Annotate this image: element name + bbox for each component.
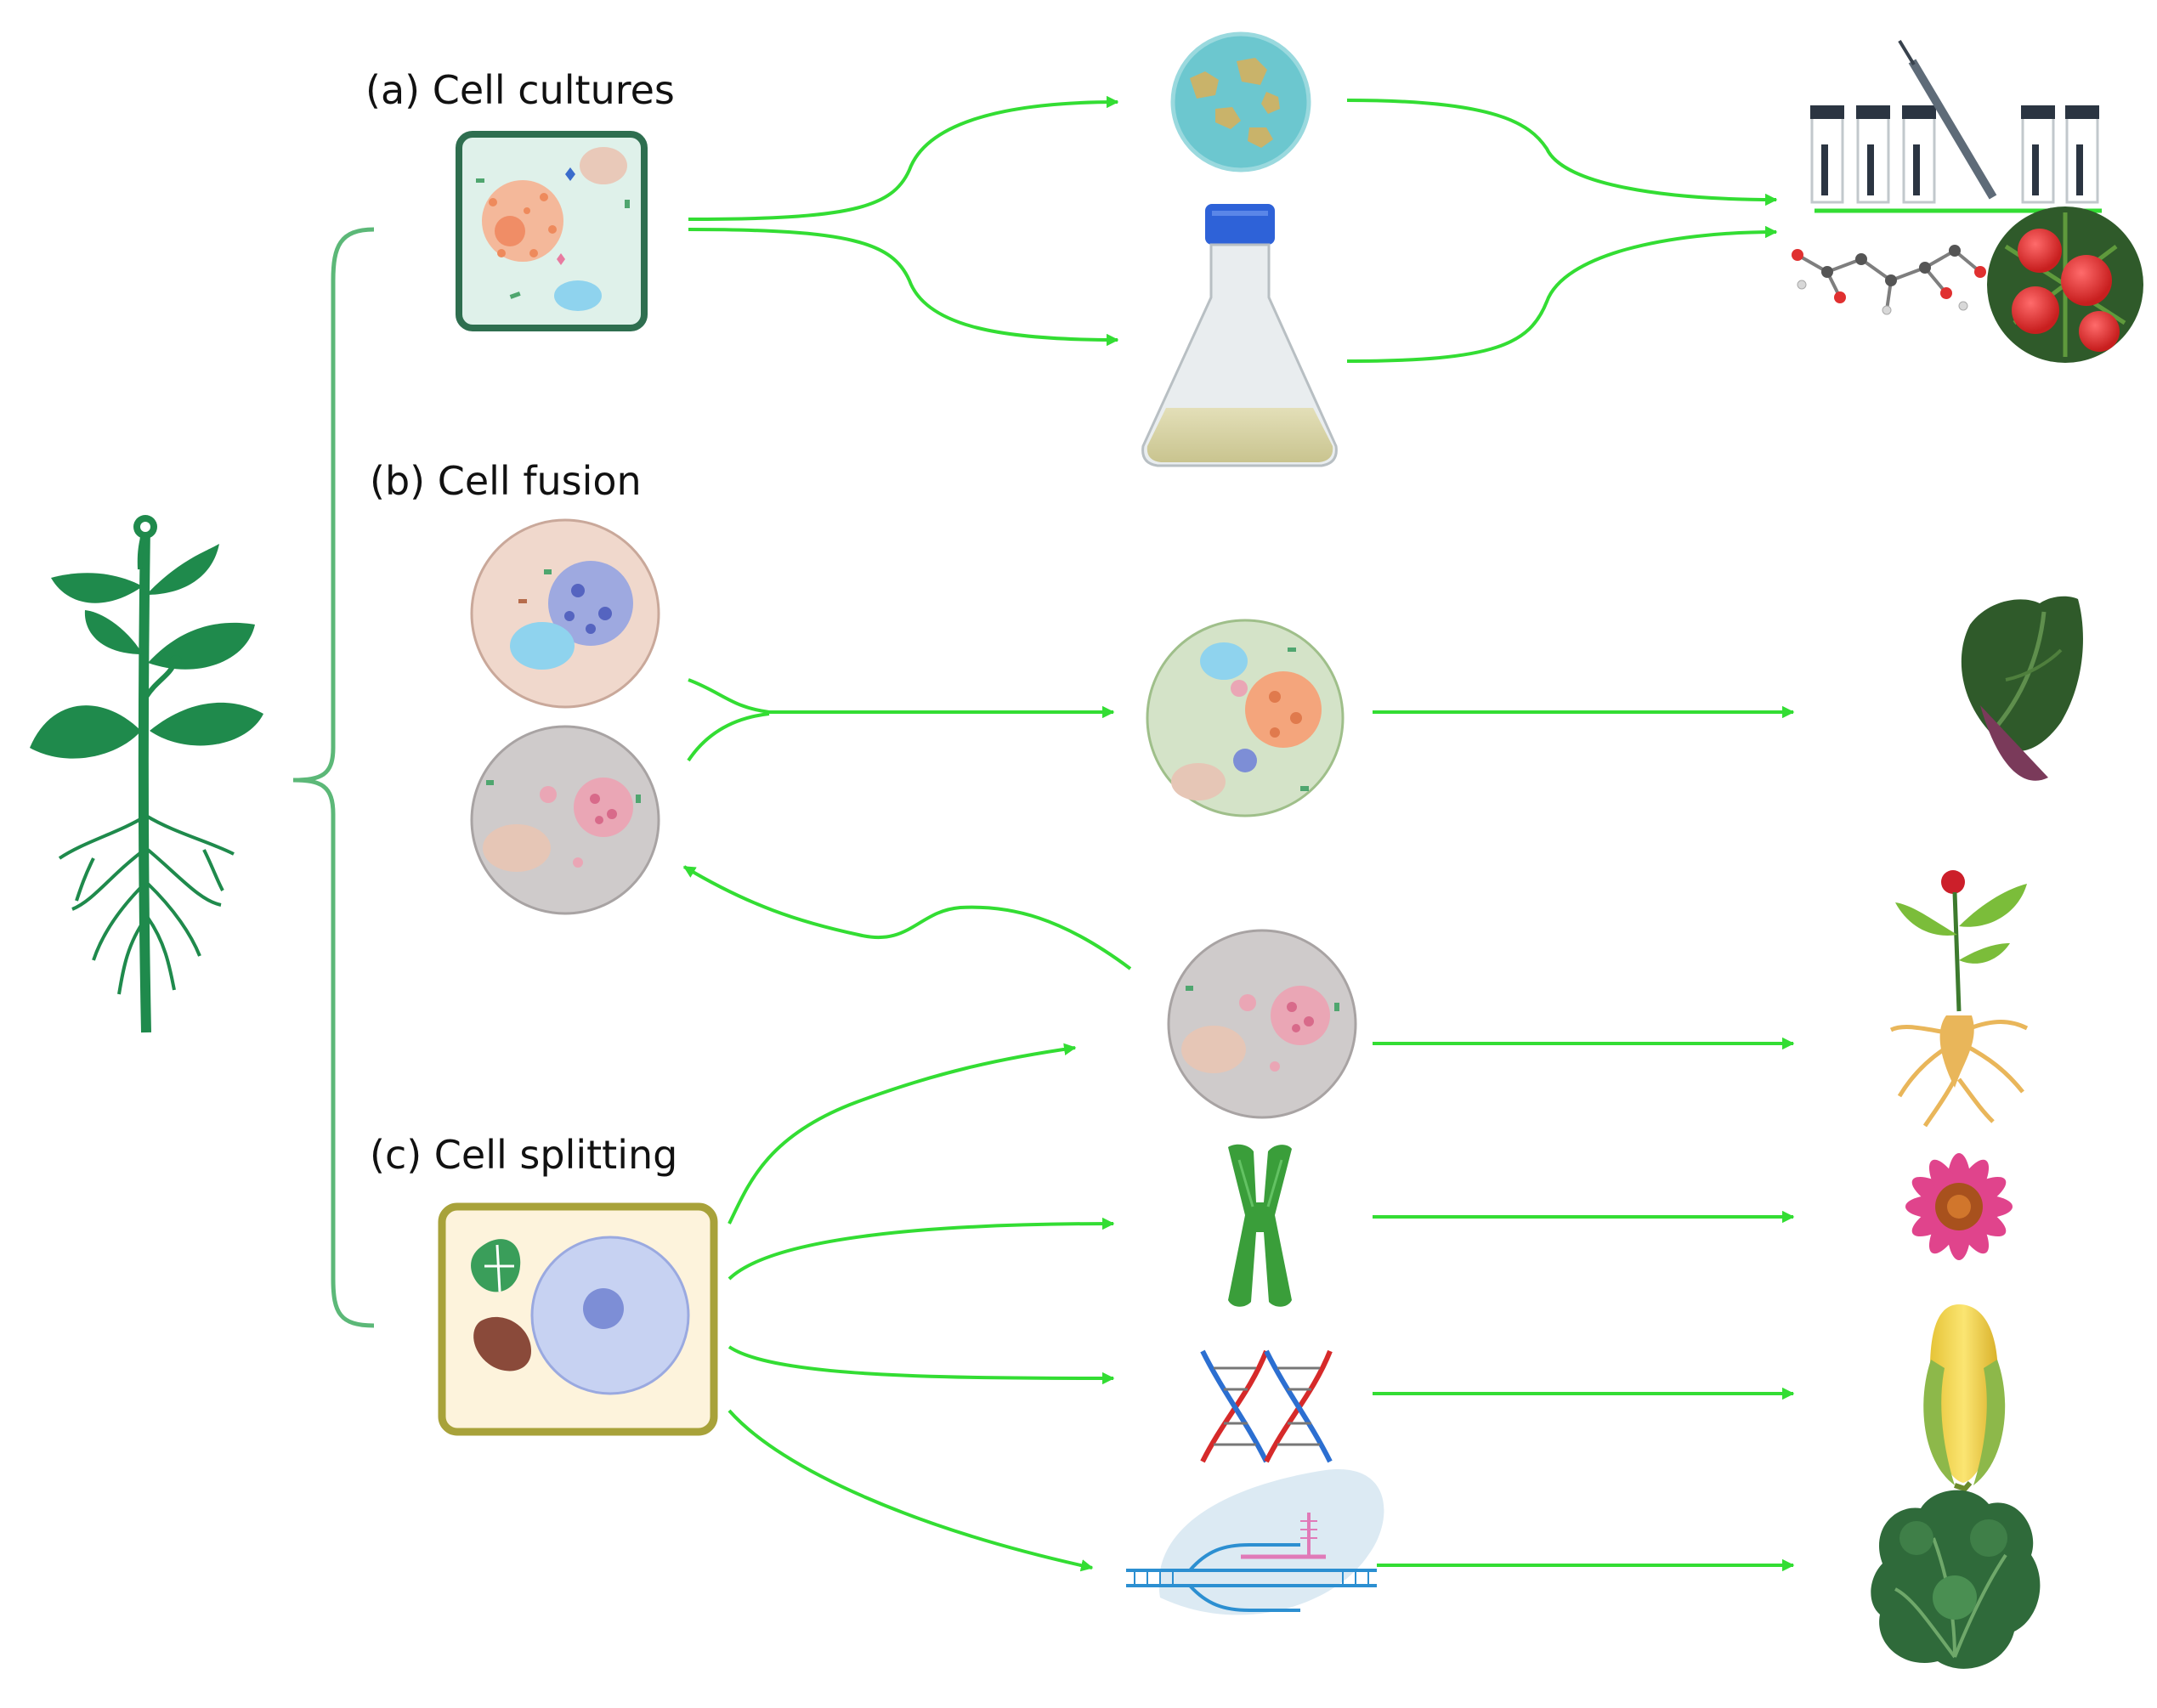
- petri-dish-icon: [1170, 31, 1311, 172]
- leafy-plant-icon: [1961, 596, 2083, 781]
- isolated-protoplast-icon: [1167, 929, 1357, 1119]
- molecule-icon: [1792, 245, 1986, 315]
- label-cell-fusion: (b) Cell fusion: [370, 458, 642, 504]
- fused-cell-icon: [1146, 619, 1345, 817]
- label-cell-cultures: (a) Cell cultures: [365, 67, 675, 113]
- yew-berries-icon: [1987, 206, 2143, 363]
- protoplast-pink-icon: [470, 518, 660, 709]
- corn-icon: [1923, 1304, 2006, 1492]
- splitting-cell-icon: [438, 1202, 718, 1436]
- echinacea-flower-icon: [1905, 1153, 2013, 1260]
- gene-editing-icon: [1126, 1469, 1384, 1615]
- culture-cell-icon: [456, 131, 648, 331]
- culture-flask-icon: [1141, 204, 1338, 467]
- label-cell-splitting: (c) Cell splitting: [370, 1132, 677, 1178]
- lettuce-icon: [1871, 1490, 2041, 1669]
- dna-helix-icon: [1200, 1349, 1333, 1463]
- ginseng-icon: [1889, 870, 2029, 1128]
- bracket-icon: [292, 227, 375, 1328]
- chromosome-icon: [1228, 1144, 1292, 1307]
- plant-icon: [30, 515, 263, 1033]
- vials-syringe-icon: [1810, 39, 2099, 204]
- protoplast-gray-icon: [470, 725, 660, 915]
